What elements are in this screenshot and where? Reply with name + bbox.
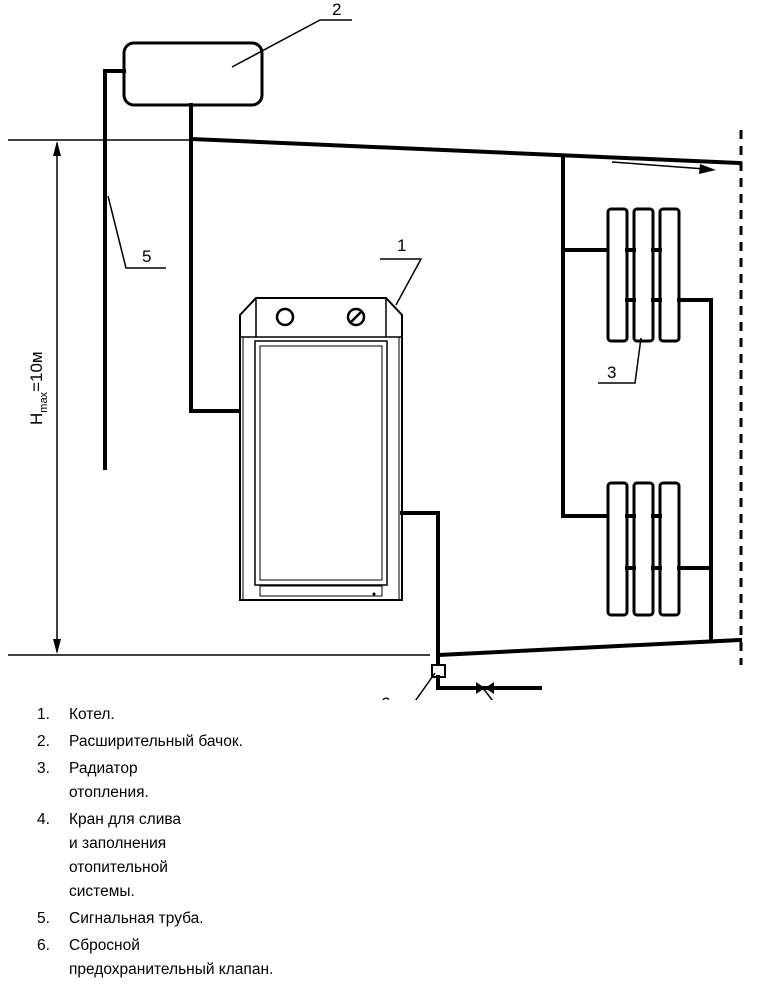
callout-2: 2 [332,0,341,19]
height-dimension: Hmax=10м [27,141,61,654]
callout-leader-3 [598,337,642,384]
height-label-value: =10м [27,351,46,392]
return-pipe [435,637,743,658]
tank-to-boiler-pipe [189,103,242,413]
legend-text: Котел. [69,706,115,723]
legend-number: 4. [37,811,50,828]
boiler-return-pipe [400,511,440,669]
legend-item: 1. Котел. [37,703,329,727]
callout-leader-5 [107,195,166,269]
legend-list: 1. Котел. 2. Расширительный бачок. 3. Ра… [37,703,329,985]
legend-number: 5. [37,910,50,927]
drain-pipe [436,675,542,690]
callout-5: 5 [142,247,151,266]
callout-leader-6 [414,672,436,700]
callout-1: 1 [397,236,406,255]
legend-text: Расширительный бачок. [69,733,243,750]
legend-item: 2. Расширительный бачок. [37,730,329,754]
height-label-main: H [27,413,46,425]
return-riser-pipe [677,298,713,642]
legend-number: 1. [37,706,50,723]
heating-system-diagram: Hmax=10м [8,0,743,700]
callout-6: 6 [381,694,390,700]
legend-number: 2. [37,733,50,750]
callout-leader-2 [231,19,352,68]
legend-number: 3. [37,760,50,777]
upper-radiator [606,207,681,343]
expansion-tank [122,41,264,107]
lower-radiator [606,481,681,617]
supply-pipe [188,136,743,166]
legend-number: 6. [37,937,50,954]
boiler [239,297,403,601]
callout-3: 3 [607,363,616,382]
height-label: Hmax=10м [27,351,50,425]
flow-direction-arrow [611,161,716,174]
callout-leader-1 [380,258,423,306]
drain-valve-icon [476,682,494,694]
thermometer-gauge-icon [275,307,295,327]
height-label-sub: max [38,391,50,412]
signal-pipe [103,69,126,470]
legend-text: Сигнальная труба. [69,910,204,927]
legend-item: 5. Сигнальная труба. [37,907,329,931]
